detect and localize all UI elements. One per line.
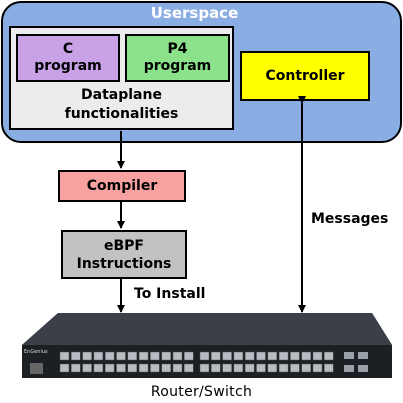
ethernet-port [150,351,160,361]
controller-label: Controller [265,68,345,84]
ethernet-ports [59,351,334,373]
to-install-label: To Install [134,286,206,302]
console-port-icon [30,363,43,374]
ethernet-port [256,363,266,373]
ethernet-port [233,363,244,373]
ethernet-port [278,351,289,361]
ebpf-label: eBPF Instructions [76,237,172,272]
controller-box: Controller [240,51,370,101]
p4-program-box: P4 program [125,34,230,82]
sfp-ports [344,352,368,372]
ethernet-port [161,363,171,373]
device-brand-label: EnGenius [24,349,48,355]
userspace-title: Userspace [150,4,239,22]
ethernet-port [116,363,126,373]
ethernet-port [172,351,183,361]
ethernet-port [301,363,311,373]
ethernet-port [93,363,104,373]
ethernet-port [324,363,334,373]
ethernet-port [116,351,126,361]
ethernet-port [290,351,300,361]
ethernet-port [184,351,194,361]
ethernet-port [71,351,81,361]
ethernet-port [222,363,232,373]
ethernet-port [312,363,323,373]
compiler-label: Compiler [86,178,158,194]
ethernet-port [267,351,278,361]
ethernet-port [71,363,81,373]
router-switch-icon [22,313,392,378]
ethernet-port [244,351,255,361]
ethernet-port [199,351,210,361]
ethernet-port [244,363,255,373]
ethernet-port [82,351,92,361]
ethernet-port [290,363,300,373]
ethernet-port [59,351,70,361]
ethernet-port [233,351,244,361]
ebpf-box: eBPF Instructions [61,230,187,279]
ethernet-port [82,363,92,373]
ethernet-port [172,363,183,373]
c-program-label: C program [34,41,102,74]
ethernet-port [256,351,266,361]
ethernet-port [324,351,334,361]
ethernet-port [104,351,115,361]
ethernet-port [127,363,138,373]
ethernet-port [222,351,232,361]
router-switch-label: Router/Switch [150,384,253,400]
ethernet-port [150,363,160,373]
p4-program-label: P4 program [143,41,212,74]
ethernet-port [278,363,289,373]
messages-label: Messages [311,211,389,227]
compiler-box: Compiler [58,170,186,202]
ethernet-port [301,351,311,361]
ethernet-port [312,351,323,361]
ethernet-port [199,363,210,373]
ethernet-port [138,351,149,361]
ethernet-port [161,351,171,361]
ethernet-port [59,363,70,373]
ethernet-port [138,363,149,373]
ethernet-port [267,363,278,373]
ethernet-port [104,363,115,373]
ethernet-port [211,351,221,361]
dataplane-label: Dataplane functionalities [64,87,179,122]
ethernet-port [211,363,221,373]
c-program-box: C program [16,34,120,82]
ethernet-port [127,351,138,361]
ethernet-port [93,351,104,361]
ethernet-port [184,363,194,373]
